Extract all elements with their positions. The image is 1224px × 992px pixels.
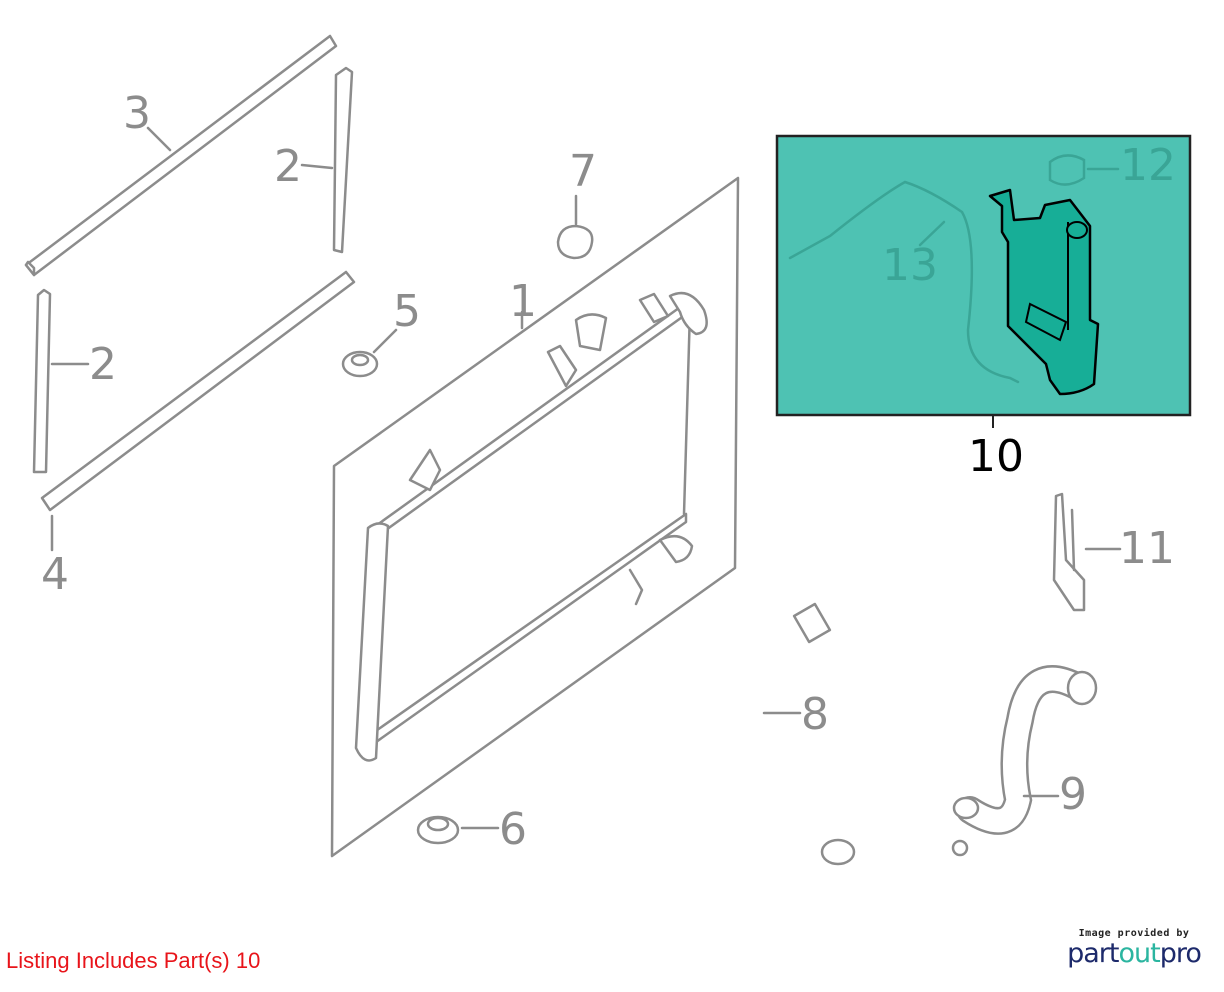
callout-5: 5	[393, 286, 421, 337]
part-10-highlight-box	[775, 134, 1192, 428]
callout-11: 11	[1119, 523, 1175, 574]
part-4-seal	[40, 270, 356, 512]
part-9-hose	[951, 665, 1098, 857]
part-5-mount	[341, 350, 379, 378]
callout-4: 4	[41, 549, 69, 600]
callout-2-left: 2	[89, 339, 117, 390]
part-2-seal-right	[332, 66, 354, 254]
credit-caption: Image provided by	[1078, 928, 1190, 939]
brand-logo: partoutpro	[1054, 939, 1214, 969]
brand-pro: pro	[1159, 938, 1202, 969]
image-credit-logo: Image provided by partoutpro	[1054, 928, 1214, 969]
leader-lines	[50, 126, 1122, 830]
part-7-grommet	[556, 224, 594, 260]
callout-6: 6	[499, 804, 527, 855]
callout-3: 3	[123, 88, 151, 139]
callout-12: 12	[1120, 140, 1176, 191]
brand-part: part	[1067, 938, 1119, 969]
callout-2-top: 2	[274, 141, 302, 192]
callout-8: 8	[801, 689, 829, 740]
part-1-radiator	[330, 176, 740, 858]
callout-10: 10	[968, 431, 1024, 482]
callout-1: 1	[509, 276, 537, 327]
listing-includes-text: Listing Includes Part(s) 10	[6, 948, 261, 973]
callout-13: 13	[882, 240, 938, 291]
part-11-bracket	[1052, 492, 1086, 612]
part-6-mount	[416, 815, 460, 845]
brand-out: out	[1118, 938, 1160, 969]
callout-7: 7	[569, 146, 597, 197]
part-3-seal	[24, 34, 338, 277]
part-8-hose	[737, 485, 918, 866]
callout-9: 9	[1059, 769, 1087, 820]
part-2-seal-left	[32, 288, 52, 474]
